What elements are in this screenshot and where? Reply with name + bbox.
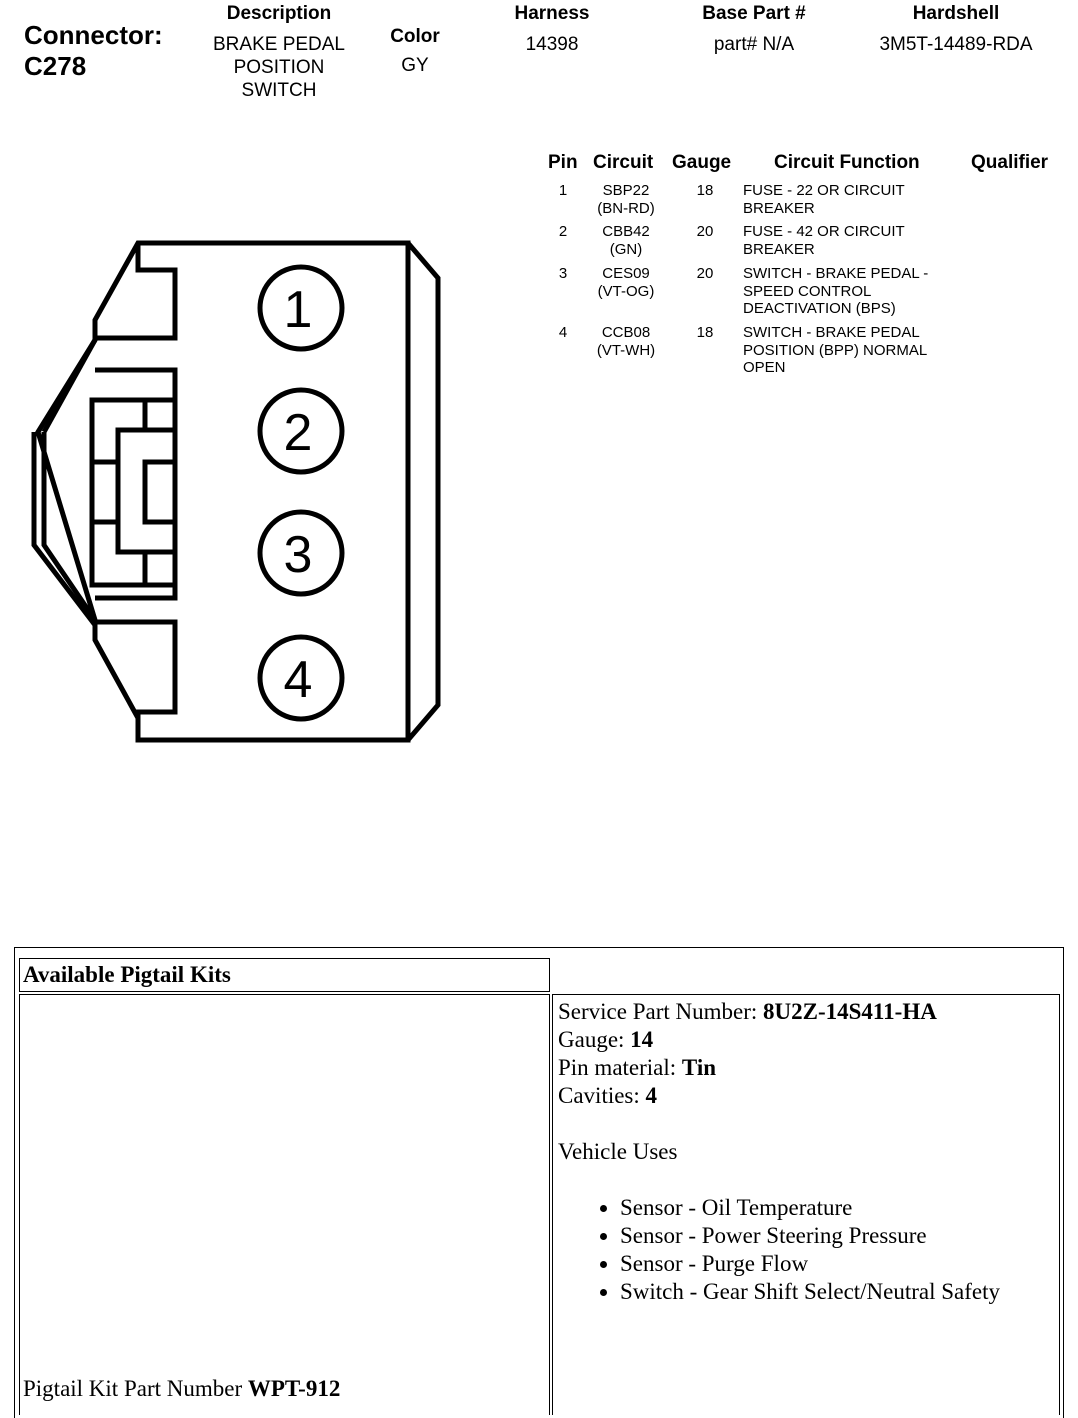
kit-part-value: WPT-912 <box>247 1376 341 1401</box>
description-line: SWITCH <box>241 80 317 101</box>
pin-circle-1 <box>257 264 345 352</box>
list-item: Sensor - Purge Flow <box>620 1250 1059 1278</box>
description-line: BRAKE PEDAL <box>213 34 345 55</box>
gauge-value: 14 <box>630 1027 654 1052</box>
list-item: Sensor - Power Steering Pressure <box>620 1222 1059 1250</box>
pin-material-line: Pin material: Tin <box>558 1054 1059 1082</box>
pin-label-2: 2 <box>284 404 313 462</box>
col-header-pin: Pin <box>548 152 578 173</box>
hardshell-value: 3M5T-14489-RDA <box>879 34 1033 55</box>
function-cell: SWITCH - BRAKE PEDAL POSITION (BPP) NORM… <box>743 324 927 376</box>
base-part-label: Base Part # <box>702 3 806 24</box>
cavities-line: Cavities: 4 <box>558 1082 1059 1110</box>
pin-material-value: Tin <box>681 1055 717 1080</box>
description-label: Description <box>226 3 332 24</box>
key-tab-bottom <box>95 619 178 740</box>
latch-inner-slot <box>142 459 178 525</box>
connector-label: Connector: <box>24 20 163 50</box>
key-tab-top <box>95 243 178 341</box>
base-part-column: Base Part # part# N/A <box>674 3 834 56</box>
base-part-value: part# N/A <box>713 34 795 55</box>
circuit-color: (VT-OG) <box>597 282 655 300</box>
color-value: GY <box>401 55 429 76</box>
hardshell-label: Hardshell <box>912 3 1000 24</box>
service-part-line: Service Part Number: 8U2Z-14S411-HA <box>558 998 1059 1026</box>
circuit-id: SBP22 <box>602 182 650 199</box>
pigtail-details-cell: Service Part Number: 8U2Z-14S411-HA Gaug… <box>552 994 1060 1415</box>
pigtail-title: Available Pigtail Kits <box>23 962 231 987</box>
vehicle-uses-label: Vehicle Uses <box>558 1139 678 1164</box>
pin-material-label: Pin material: <box>558 1055 682 1080</box>
circuit-color: (BN-RD) <box>597 199 655 217</box>
vehicle-uses-list: Sensor - Oil Temperature Sensor - Power … <box>558 1194 1059 1306</box>
pigtail-outer-frame <box>14 947 1064 1418</box>
housing-left-edge <box>31 432 97 627</box>
kit-part-label: Pigtail Kit Part Number <box>23 1376 248 1401</box>
list-item: Switch - Gear Shift Select/Neutral Safet… <box>620 1278 1059 1306</box>
pin-label-1: 1 <box>284 281 313 339</box>
pin-circle-4 <box>257 634 345 722</box>
harness-column: Harness 14398 <box>492 3 612 56</box>
circuit-color: (VT-WH) <box>596 341 656 359</box>
pigtail-image-cell: Pigtail Kit Part Number WPT-912 <box>19 994 550 1415</box>
pin-number: 2 <box>558 223 568 240</box>
description-value: BRAKE PEDAL POSITION SWITCH <box>190 33 368 102</box>
pigtail-title-cell: Available Pigtail Kits <box>19 958 550 992</box>
circuit-cell: CCB08 (VT-WH) <box>586 324 666 359</box>
gauge-line: Gauge: 14 <box>558 1026 1059 1054</box>
list-item: Sensor - Oil Temperature <box>620 1194 1059 1222</box>
hardshell-column: Hardshell 3M5T-14489-RDA <box>856 3 1056 56</box>
description-line: POSITION <box>233 57 325 78</box>
color-label: Color <box>390 26 440 47</box>
connector-heading: Connector: C278 <box>24 20 163 82</box>
pin-label-4: 4 <box>284 651 313 709</box>
function-cell: FUSE - 42 OR CIRCUIT BREAKER <box>743 223 905 258</box>
col-header-qualifier: Qualifier <box>971 152 1049 173</box>
gauge-label: Gauge: <box>558 1027 631 1052</box>
col-header-circuit: Circuit <box>593 152 654 173</box>
circuit-color: (GN) <box>609 240 643 258</box>
pin-number: 3 <box>558 265 568 282</box>
cavities-value: 4 <box>645 1083 658 1108</box>
harness-label: Harness <box>514 3 590 24</box>
gauge-cell: 18 <box>696 324 714 341</box>
circuit-cell: CBB42 (GN) <box>586 223 666 258</box>
col-header-function: Circuit Function <box>774 152 920 173</box>
description-column: Description BRAKE PEDAL POSITION SWITCH <box>190 3 368 102</box>
connector-face-diagram: 1 2 3 4 <box>31 240 441 743</box>
circuit-id: CCB08 <box>601 324 651 341</box>
gauge-cell: 20 <box>696 265 714 282</box>
kit-part-number: Pigtail Kit Part Number WPT-912 <box>23 1375 340 1403</box>
pin-label-3: 3 <box>284 526 313 584</box>
service-part-value: 8U2Z-14S411-HA <box>763 999 937 1024</box>
connector-id: C278 <box>24 51 87 81</box>
col-header-gauge: Gauge <box>672 152 732 173</box>
pin-number: 4 <box>558 324 568 341</box>
circuit-id: CBB42 <box>602 223 650 240</box>
cavities-label: Cavities: <box>558 1083 646 1108</box>
circuit-id: CES09 <box>602 265 650 282</box>
color-column: Color GY <box>370 26 460 77</box>
housing-left-edge <box>41 432 98 622</box>
pigtail-spacer-cell <box>552 958 1062 990</box>
pin-number: 1 <box>558 182 568 199</box>
function-cell: FUSE - 22 OR CIRCUIT BREAKER <box>743 182 905 217</box>
function-cell: SWITCH - BRAKE PEDAL - SPEED CONTROL DEA… <box>743 265 929 317</box>
housing-left-edge <box>41 338 98 434</box>
circuit-cell: CES09 (VT-OG) <box>586 265 666 300</box>
service-part-label: Service Part Number: <box>558 999 764 1024</box>
gauge-cell: 18 <box>696 182 714 199</box>
circuit-cell: SBP22 (BN-RD) <box>586 182 666 217</box>
harness-value: 14398 <box>525 34 579 55</box>
latch-body <box>95 367 178 601</box>
connector-housing-outline <box>35 240 411 743</box>
pin-circle-2 <box>257 387 345 475</box>
gauge-cell: 20 <box>696 223 714 240</box>
lock-rail <box>406 241 441 742</box>
pin-circle-3 <box>257 509 345 597</box>
